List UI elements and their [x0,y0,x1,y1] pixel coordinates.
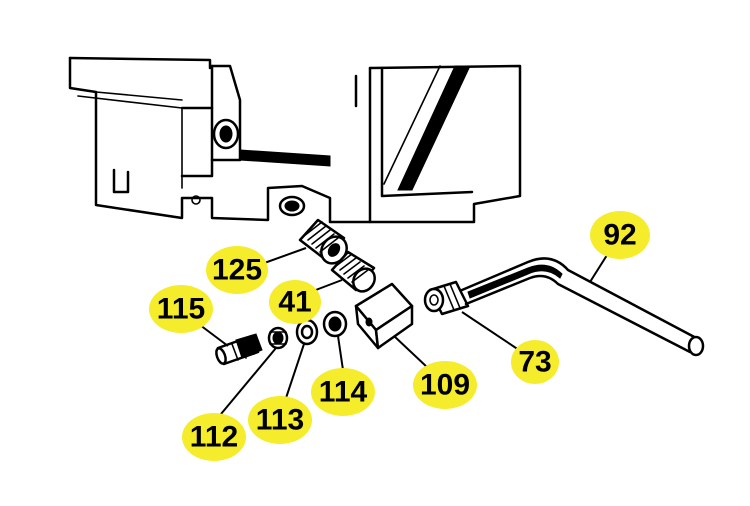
block-109 [354,282,414,350]
leader-73 [461,311,523,353]
leader-109 [393,335,429,369]
threaded-bushing-41 [330,250,376,293]
callout-label: 125 [212,254,262,287]
washer-114 [322,310,348,338]
callout-73: 73 [511,340,559,384]
callout-bubble [511,340,559,384]
callout-label: 73 [518,346,551,379]
washer-113 [295,318,319,346]
set-screw-115 [215,333,263,366]
callout-label: 113 [256,404,304,437]
leader-113 [285,343,305,399]
nut-112 [267,326,289,350]
callout-label: 114 [319,376,368,409]
callout-41: 41 [269,280,321,324]
callout-bubble [182,413,246,461]
threaded-bushing-125 [298,218,348,265]
callout-bubble [149,285,213,333]
callout-112: 112 [182,413,246,461]
callout-92: 92 [590,211,650,259]
callout-bubble [311,368,375,416]
callout-109: 109 [413,361,477,409]
callout-bubble [413,361,477,409]
callout-label: 109 [420,369,470,402]
callout-label: 115 [157,293,205,326]
callout-125: 125 [206,246,268,294]
bent-tube-92 [460,257,705,357]
callout-bubble [248,396,312,444]
callout-label: 92 [603,219,636,252]
callout-label: 112 [190,421,238,454]
callout-114: 114 [311,368,375,416]
leader-lines [195,243,615,421]
callout-bubble [269,280,321,324]
leader-112 [215,347,277,421]
housing [68,56,522,224]
callout-bubble [206,246,268,294]
callout-113: 113 [248,396,312,444]
callout-bubble [590,211,650,259]
callout-115: 115 [149,285,213,333]
leader-114 [337,335,344,371]
fitting-nut-73 [423,280,470,316]
callout-label: 41 [278,286,311,319]
